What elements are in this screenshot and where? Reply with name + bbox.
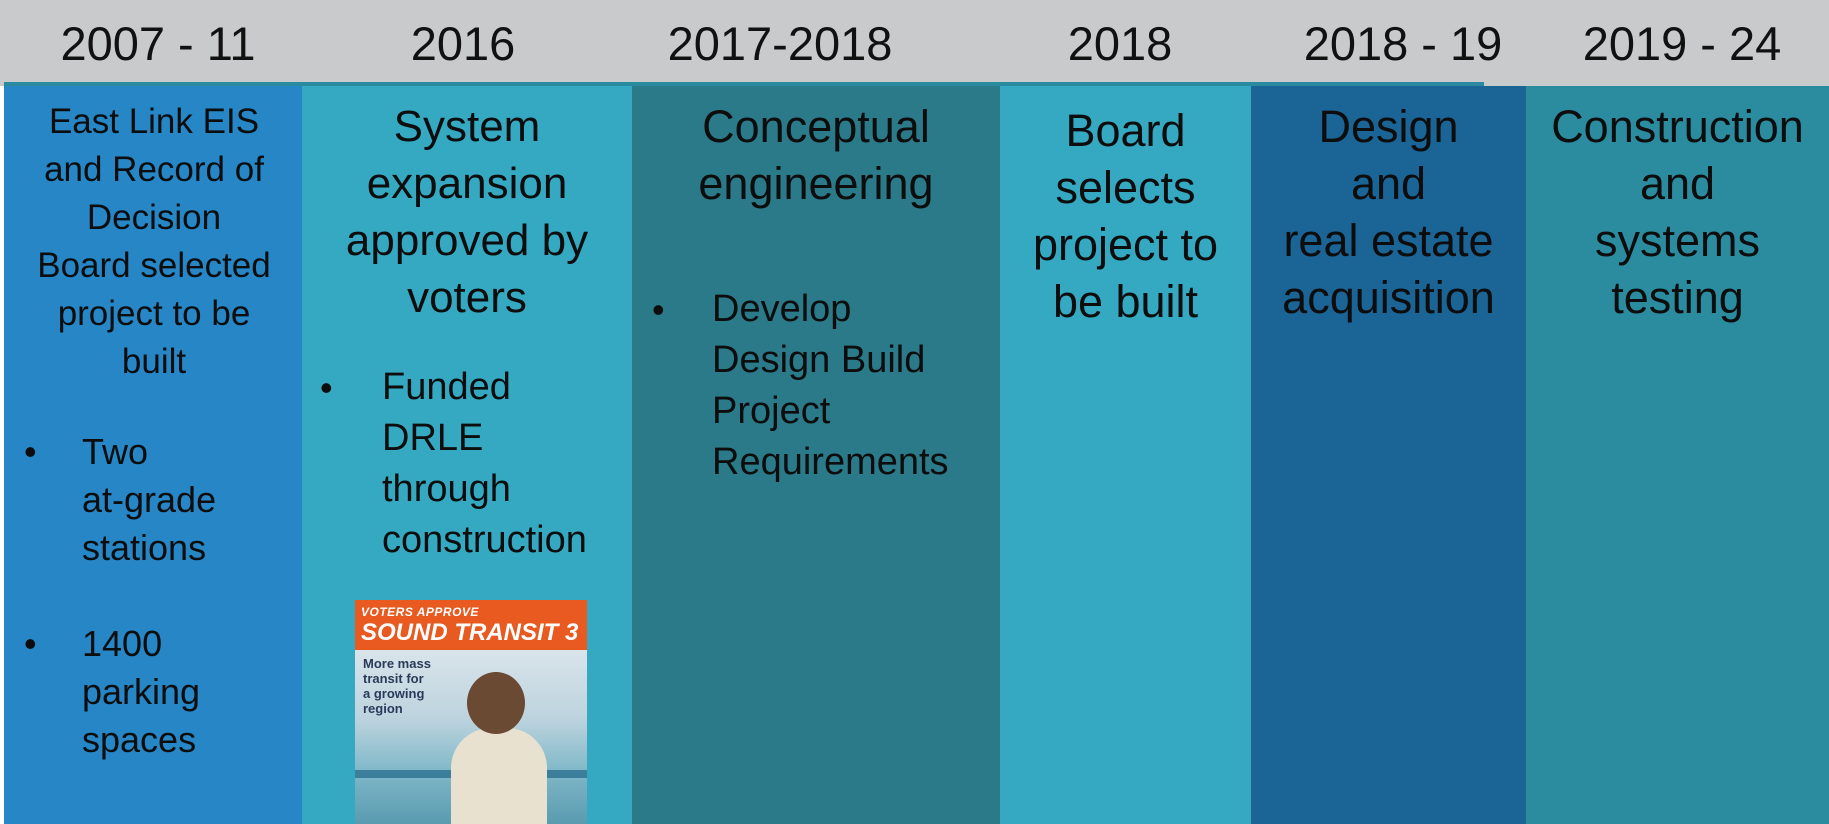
column-title: Conceptual engineering bbox=[632, 86, 1000, 212]
bullet-text: Develop Design Build Project Requirement… bbox=[712, 284, 1000, 488]
column-title: Board selects project to be built bbox=[1000, 86, 1251, 330]
title-line: Construction bbox=[1551, 101, 1804, 152]
bullet-list: • Develop Design Build Project Requireme… bbox=[632, 284, 1000, 488]
timeline-column-2017-2018: Conceptual engineering • Develop Design … bbox=[632, 86, 1000, 824]
column-title: System expansion approved by voters bbox=[302, 86, 632, 326]
poster-caption: More mass transit for a growing region bbox=[363, 656, 453, 716]
bullet-line: through bbox=[382, 468, 511, 510]
poster-kicker: VOTERS APPROVE bbox=[361, 605, 479, 619]
title-line: expansion bbox=[366, 159, 568, 208]
title-line: and bbox=[1639, 158, 1716, 209]
bullet-text: Two at-grade stations bbox=[82, 428, 282, 572]
column-title: East Link EIS and Record of Decision Boa… bbox=[4, 86, 304, 386]
bullet-line: Develop bbox=[712, 288, 852, 330]
timeline-column-2018-19: Design and real estate acquisition bbox=[1251, 86, 1526, 824]
title-line: Design bbox=[1318, 101, 1459, 152]
title-line: real estate bbox=[1283, 215, 1494, 266]
title-line: Conceptual bbox=[702, 101, 930, 152]
bullet-marker: • bbox=[24, 623, 37, 664]
title-line: acquisition bbox=[1282, 272, 1495, 323]
title-line: project to bbox=[1032, 219, 1219, 270]
poster-child-head bbox=[467, 672, 525, 734]
poster-caption-line: a growing bbox=[363, 686, 425, 701]
bullet-line: Design Build bbox=[712, 339, 926, 381]
poster-child-figure bbox=[451, 728, 547, 824]
bullet-line: Funded bbox=[382, 366, 511, 408]
year-label: 2019 - 24 bbox=[1582, 17, 1782, 70]
bullet-line: Requirements bbox=[712, 441, 949, 483]
bullet-text: 1400 parking spaces bbox=[82, 620, 282, 764]
title-line: East Link EIS bbox=[48, 102, 260, 141]
poster-banner: VOTERS APPROVE SOUND TRANSIT 3 bbox=[355, 600, 587, 650]
column-title: Design and real estate acquisition bbox=[1251, 86, 1526, 326]
bullet-line: Two bbox=[82, 431, 149, 472]
bullet-line: Project bbox=[712, 390, 831, 432]
timeline-column-2016: System expansion approved by voters • Fu… bbox=[302, 86, 632, 824]
title-line: Board bbox=[1065, 105, 1186, 156]
poster-title: SOUND TRANSIT 3 bbox=[361, 619, 579, 646]
title-line: selects bbox=[1055, 162, 1196, 213]
bullet-marker: • bbox=[320, 367, 333, 408]
bullet-line: stations bbox=[82, 527, 207, 568]
year-label: 2016 bbox=[410, 17, 516, 70]
poster-caption-line: transit for bbox=[363, 671, 424, 686]
year-label: 2017-2018 bbox=[667, 17, 893, 70]
title-line: System bbox=[393, 102, 541, 151]
bullet-item: • 1400 parking spaces bbox=[4, 620, 302, 764]
bullet-line: construction bbox=[382, 519, 587, 561]
bullet-line: DRLE bbox=[382, 417, 484, 459]
bullet-item: • Funded DRLE through construction bbox=[302, 362, 632, 566]
bullet-line: 1400 bbox=[82, 623, 163, 664]
title-line: Board selected bbox=[37, 246, 271, 285]
title-line: voters bbox=[407, 273, 527, 322]
title-line: engineering bbox=[698, 158, 934, 209]
year-label: 2007 - 11 bbox=[60, 17, 256, 70]
title-line: and Record of bbox=[44, 150, 264, 189]
bullet-item: • Two at-grade stations bbox=[4, 428, 302, 572]
title-line: testing bbox=[1611, 272, 1744, 323]
bullet-list: • Funded DRLE through construction bbox=[302, 362, 632, 566]
header-divider bbox=[4, 82, 1484, 86]
poster-caption-line: region bbox=[363, 701, 403, 716]
year-label: 2018 - 19 bbox=[1303, 17, 1503, 70]
year-header-bar: 2007 - 11 2016 2017-2018 2018 2018 - 19 … bbox=[0, 0, 1829, 86]
title-line: be built bbox=[1052, 276, 1199, 327]
year-label: 2018 bbox=[1067, 17, 1173, 70]
bullet-list: • Two at-grade stations • 1400 parking s… bbox=[4, 428, 302, 764]
timeline-column-2019-24: Construction and systems testing bbox=[1526, 86, 1829, 824]
bullet-line: parking bbox=[82, 671, 201, 712]
bullet-marker: • bbox=[24, 431, 37, 472]
title-line: project to be bbox=[57, 294, 251, 333]
column-title: Construction and systems testing bbox=[1526, 86, 1829, 326]
title-line: Decision bbox=[86, 198, 222, 237]
title-line: approved by bbox=[345, 216, 589, 265]
bullet-item: • Develop Design Build Project Requireme… bbox=[632, 284, 1000, 488]
timeline-column-2007-11: East Link EIS and Record of Decision Boa… bbox=[4, 86, 302, 824]
title-line: systems bbox=[1594, 215, 1760, 266]
bullet-text: Funded DRLE through construction bbox=[382, 362, 632, 566]
title-line: built bbox=[121, 342, 187, 381]
timeline-column-2018: Board selects project to be built bbox=[1000, 86, 1251, 824]
bullet-marker: • bbox=[652, 289, 665, 330]
bullet-line: spaces bbox=[82, 719, 197, 760]
bullet-line: at-grade bbox=[82, 479, 217, 520]
poster-caption-line: More mass bbox=[363, 656, 431, 671]
sound-transit-3-poster-image: VOTERS APPROVE SOUND TRANSIT 3 More mass… bbox=[355, 600, 587, 824]
title-line: and bbox=[1350, 158, 1427, 209]
